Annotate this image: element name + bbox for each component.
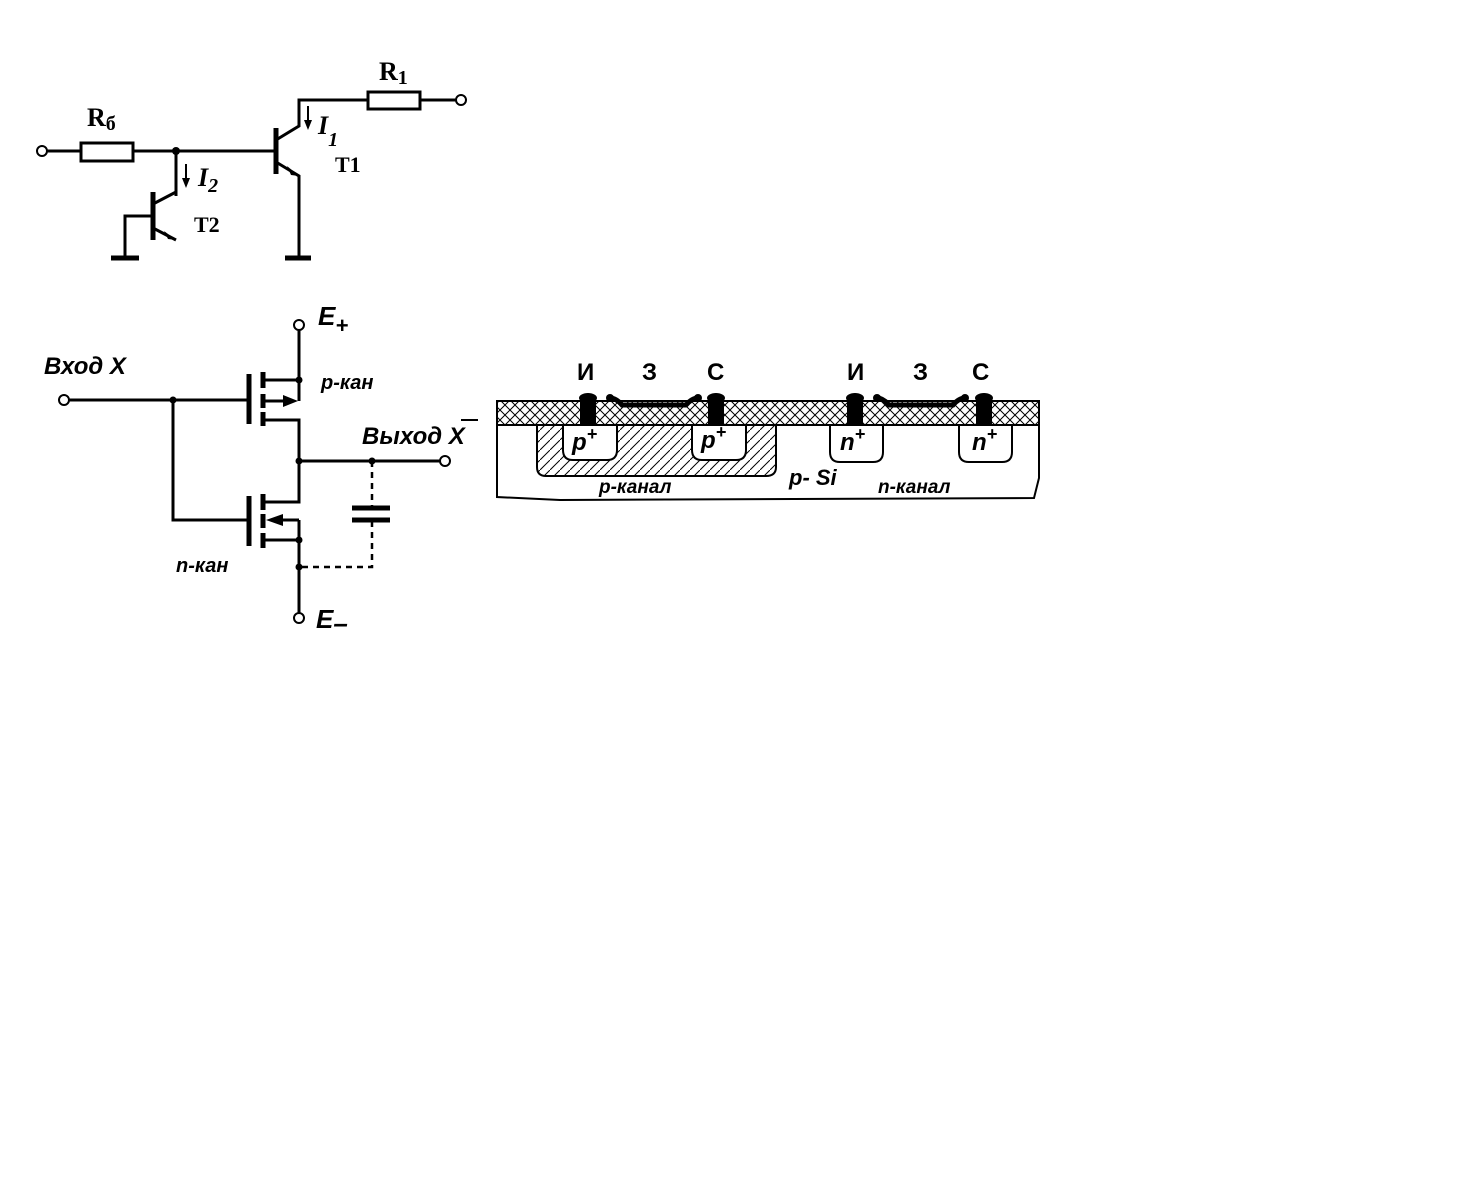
gate-label-left: З [642, 359, 657, 386]
contact-drain-left [708, 398, 724, 425]
i2-arrowhead [182, 178, 190, 188]
substrate-label: p- Si [788, 465, 838, 490]
contact-cap [846, 393, 864, 403]
contact-cap [707, 393, 725, 403]
p-plus-label-drain: p+ [700, 422, 727, 454]
contact-source-right [847, 398, 863, 425]
r1-label: R1 [379, 57, 408, 89]
p-channel-region-label: p-канал [598, 477, 672, 498]
p-plus-region-source [562, 424, 618, 461]
cmos-circuit: E+ p-кан Вход X Выход X [44, 301, 478, 638]
junction-dot [295, 536, 303, 544]
resistor-rb [79, 141, 135, 163]
e-minus-terminal [293, 612, 305, 624]
i2-label: I2 [197, 163, 218, 197]
source-label-left: И [577, 359, 594, 386]
contact-cap [579, 393, 597, 403]
cap-wire [299, 521, 374, 569]
contact-cap [975, 393, 993, 403]
drain-label-left: С [707, 359, 724, 386]
t2-emitter-arrow [164, 231, 176, 240]
nmos-arrow [266, 514, 283, 526]
n-plus-label-drain: n+ [972, 424, 998, 456]
gate-end [873, 394, 881, 402]
source-label-right: И [847, 359, 864, 386]
input-wire-n [171, 400, 249, 522]
i1-arrowhead [304, 120, 312, 130]
t1-emitter-arrow [287, 166, 299, 176]
t2-collector [152, 190, 177, 206]
n-channel-label: n-кан [176, 555, 228, 577]
i1-label: I1 [317, 111, 338, 151]
output-label: Выход X [362, 423, 467, 450]
r1-terminal [455, 94, 467, 106]
bjt-circuit: Rб R1 I1 T1 I2 T2 [36, 57, 467, 261]
contact-drain-right [976, 398, 992, 425]
contact-source-left [580, 398, 596, 425]
rb-label: Rб [87, 103, 116, 135]
p-channel-label: p-кан [320, 372, 373, 394]
gate-end [694, 394, 702, 402]
gate-end [961, 394, 969, 402]
input-terminal [36, 145, 48, 157]
oxide-layer [496, 400, 1040, 426]
n-plus-region-drain [958, 424, 1013, 463]
n-plus-label-source: n+ [840, 424, 866, 456]
input-label: Вход X [44, 353, 128, 380]
t1-label: T1 [335, 152, 361, 177]
cmos-cross-section: И З С И З С p+ p+ n+ n+ p-канал p- Si n-… [496, 359, 1040, 502]
drain-label-right: С [972, 359, 989, 386]
gate-label-right: З [913, 359, 928, 386]
input-terminal-x [58, 394, 70, 406]
junction-dot [295, 563, 303, 571]
gate-end [606, 394, 614, 402]
pmos-arrow [283, 395, 298, 407]
n-plus-region-source [829, 424, 884, 463]
e-plus-terminal [293, 319, 305, 331]
t1-emitter [275, 160, 301, 258]
p-plus-label-source: p+ [571, 424, 598, 456]
t2-label: T2 [194, 212, 220, 237]
output-terminal [439, 455, 451, 467]
e-minus-label: E– [316, 604, 348, 638]
p-plus-region-drain [691, 424, 747, 461]
resistor-r1 [366, 90, 422, 111]
t1-collector [275, 98, 368, 142]
t2-base-wire [123, 214, 153, 258]
e-plus-label: E+ [318, 301, 348, 338]
drain-wire [263, 418, 301, 504]
n-channel-region-label: n-канал [878, 477, 951, 498]
